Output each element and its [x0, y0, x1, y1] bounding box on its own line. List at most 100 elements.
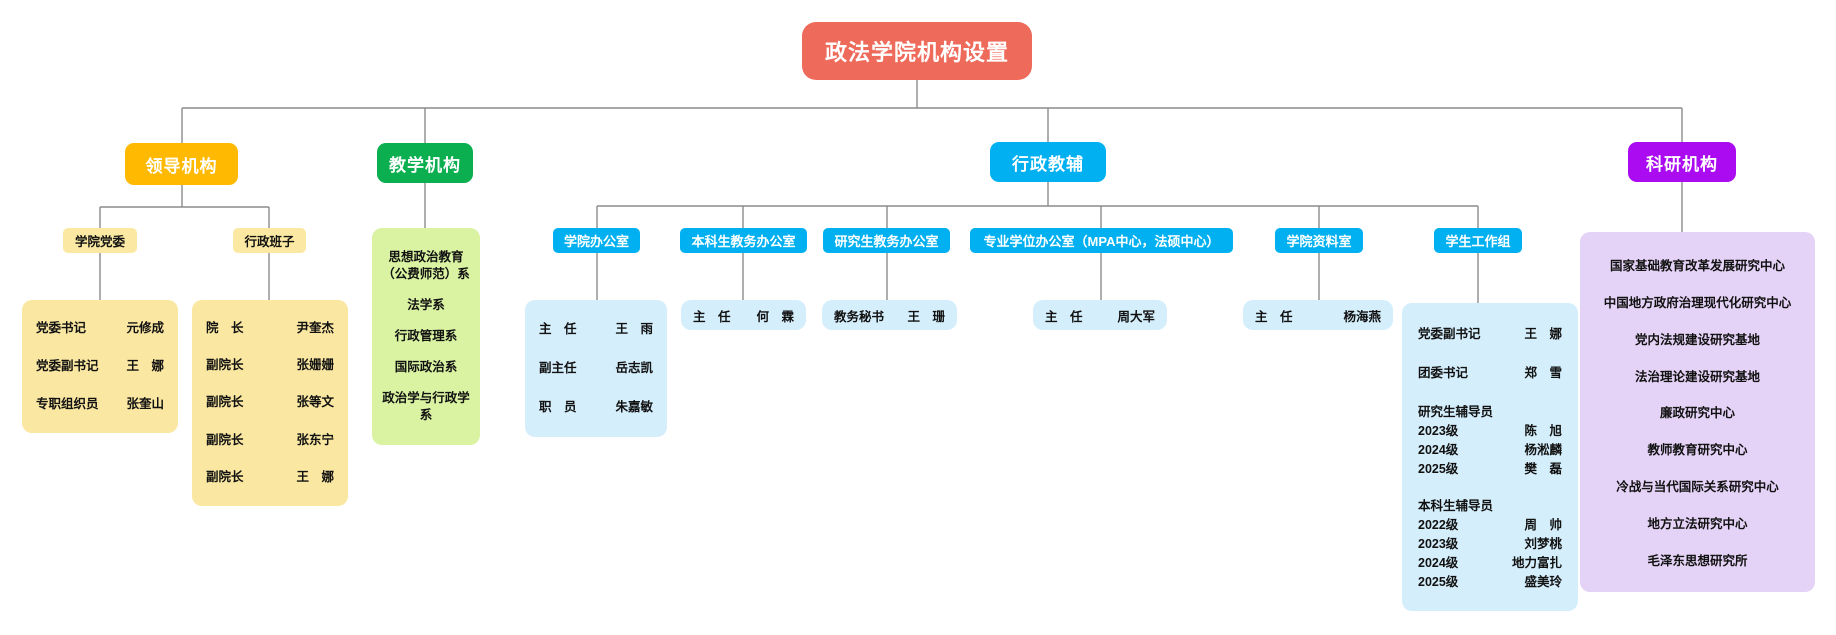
root-title: 政法学院机构设置 [824, 40, 1009, 65]
section-title: 本科生辅导员 [1418, 499, 1494, 513]
role-label: 教务秘书 [834, 309, 885, 324]
role-label: 副院长 [206, 469, 244, 484]
branch-teaching-label: 教学机构 [389, 155, 461, 175]
role-label: 党委副书记 [1418, 327, 1481, 341]
person-row: 职 员 朱嘉敏 [539, 398, 653, 417]
person-name: 何 霖 [756, 309, 794, 324]
executive-team-label: 行政班子 [244, 235, 295, 249]
label-party-committee: 学院党委 [63, 228, 137, 253]
person-row: 2022级 周 帅 [1418, 516, 1562, 535]
person-name: 尹奎杰 [296, 321, 334, 336]
role-label: 职 员 [539, 400, 577, 414]
research-center-item: 地方立法研究中心 [1647, 517, 1748, 532]
branch-leadership: 领导机构 [125, 143, 238, 185]
person-name: 樊 磊 [1524, 462, 1562, 476]
role-label: 2025级 [1418, 575, 1459, 589]
person-name: 地力富扎 [1511, 556, 1562, 570]
person-name: 王 娜 [296, 469, 334, 484]
executive-team-box: 院 长 尹奎杰 副院长 张姗姗 副院长 张等文 副院长 张东宁 副院长 王 娜 [192, 300, 348, 506]
grad-office-label: 研究生教务办公室 [834, 234, 939, 249]
role-label: 副主任 [539, 361, 577, 375]
department-item: 思想政治教育 （公费师范）系 [382, 250, 470, 281]
research-center-item: 毛泽东思想研究所 [1647, 553, 1748, 568]
college-office-box: 主 任 王 雨 副主任 岳志凯 职 员 朱嘉敏 [525, 300, 667, 437]
person-row: 副院长 张姗姗 [206, 356, 334, 375]
research-center-item: 党内法规建设研究基地 [1634, 332, 1760, 347]
person-name: 周 帅 [1524, 518, 1562, 532]
person-name: 张姗姗 [296, 358, 334, 373]
role-label: 副院长 [206, 432, 244, 447]
person-row: 副院长 张等文 [206, 393, 334, 412]
research-center-item: 国家基础教育改革发展研究中心 [1609, 258, 1785, 273]
role-label: 党委书记 [36, 321, 87, 336]
section-spacer [1418, 479, 1562, 497]
person-row: 2024级 杨淞麟 [1418, 441, 1562, 460]
reference-room-label: 学院资料室 [1286, 234, 1352, 249]
role-label: 主 任 [693, 309, 731, 324]
header-professional-degree-office: 专业学位办公室（MPA中心，法硕中心） [970, 228, 1233, 253]
person-row: 党委副书记 王 娜 [36, 357, 164, 376]
branch-teaching: 教学机构 [377, 143, 473, 183]
person-name: 郑 雪 [1524, 366, 1562, 380]
person-row: 专职组织员 张奎山 [36, 395, 164, 414]
person-name: 杨海燕 [1343, 309, 1381, 324]
person-name: 王 娜 [126, 358, 164, 373]
party-committee-box: 党委书记 元修成 党委副书记 王 娜 专职组织员 张奎山 [22, 300, 178, 433]
professional-degree-office-box: 主 任 周大军 [1033, 300, 1167, 330]
person-row: 团委书记 郑 雪 [1418, 364, 1562, 383]
person-name: 张东宁 [296, 432, 334, 447]
undergrad-office-label: 本科生教务办公室 [691, 234, 796, 249]
role-label: 2025级 [1418, 462, 1459, 476]
department-item: 政治学与行政学系 [382, 391, 470, 422]
role-label: 专职组织员 [36, 396, 99, 411]
research-center-item: 冷战与当代国际关系研究中心 [1616, 480, 1779, 495]
person-name: 刘梦桃 [1524, 537, 1562, 551]
role-label: 2023级 [1418, 424, 1459, 438]
role-label: 2024级 [1418, 443, 1459, 457]
research-center-item: 中国地方政府治理现代化研究中心 [1603, 295, 1792, 310]
role-label: 2024级 [1418, 556, 1459, 570]
person-row: 主 任 何 霖 [681, 300, 806, 330]
header-undergrad-office: 本科生教务办公室 [680, 228, 807, 253]
role-label: 主 任 [1255, 309, 1293, 324]
role-label: 院 长 [206, 321, 244, 336]
role-label: 2022级 [1418, 518, 1459, 532]
person-name: 朱嘉敏 [615, 400, 653, 414]
person-row: 主 任 杨海燕 [1243, 300, 1393, 330]
college-office-label: 学院办公室 [563, 234, 629, 249]
person-row: 2025级 盛美玲 [1418, 573, 1562, 592]
role-label: 党委副书记 [36, 358, 99, 373]
reference-room-box: 主 任 杨海燕 [1243, 300, 1393, 330]
person-name: 王 雨 [615, 322, 653, 336]
branch-admin: 行政教辅 [990, 142, 1106, 182]
person-row: 主 任 王 雨 [539, 320, 653, 339]
role-label: 主 任 [1045, 309, 1083, 324]
department-item: 行政管理系 [394, 329, 458, 343]
person-name: 张等文 [296, 395, 334, 410]
person-row: 党委副书记 王 娜 [1418, 325, 1562, 344]
person-row: 副院长 王 娜 [206, 468, 334, 487]
teaching-departments-box: 思想政治教育 （公费师范）系 法学系 行政管理系 国际政治系 政治学与行政学系 [372, 228, 480, 445]
person-name: 周大军 [1117, 309, 1155, 324]
professional-degree-office-label: 专业学位办公室（MPA中心，法硕中心） [983, 234, 1220, 249]
person-row: 院 长 尹奎杰 [206, 319, 334, 338]
person-name: 王 娜 [1524, 327, 1562, 341]
person-name: 岳志凯 [615, 361, 653, 375]
research-center-item: 廉政研究中心 [1659, 406, 1735, 421]
person-row: 2025级 樊 磊 [1418, 460, 1562, 479]
department-item: 法学系 [407, 298, 445, 312]
role-label: 主 任 [539, 322, 577, 336]
person-name: 王 珊 [907, 309, 945, 324]
branch-admin-label: 行政教辅 [1012, 154, 1084, 174]
root-node: 政法学院机构设置 [802, 22, 1032, 80]
student-affairs-group-box: 党委副书记 王 娜 团委书记 郑 雪 研究生辅导员 2023级 陈 旭 2024… [1402, 303, 1578, 611]
role-label: 副院长 [206, 395, 244, 410]
research-center-item: 法治理论建设研究基地 [1634, 369, 1760, 384]
person-name: 杨淞麟 [1524, 443, 1562, 457]
section-title: 研究生辅导员 [1418, 405, 1494, 419]
person-row: 2023级 陈 旭 [1418, 422, 1562, 441]
person-name: 陈 旭 [1524, 424, 1562, 438]
student-affairs-group-label: 学生工作组 [1445, 234, 1511, 249]
person-name: 张奎山 [126, 396, 164, 411]
person-row: 2023级 刘梦桃 [1418, 535, 1562, 554]
